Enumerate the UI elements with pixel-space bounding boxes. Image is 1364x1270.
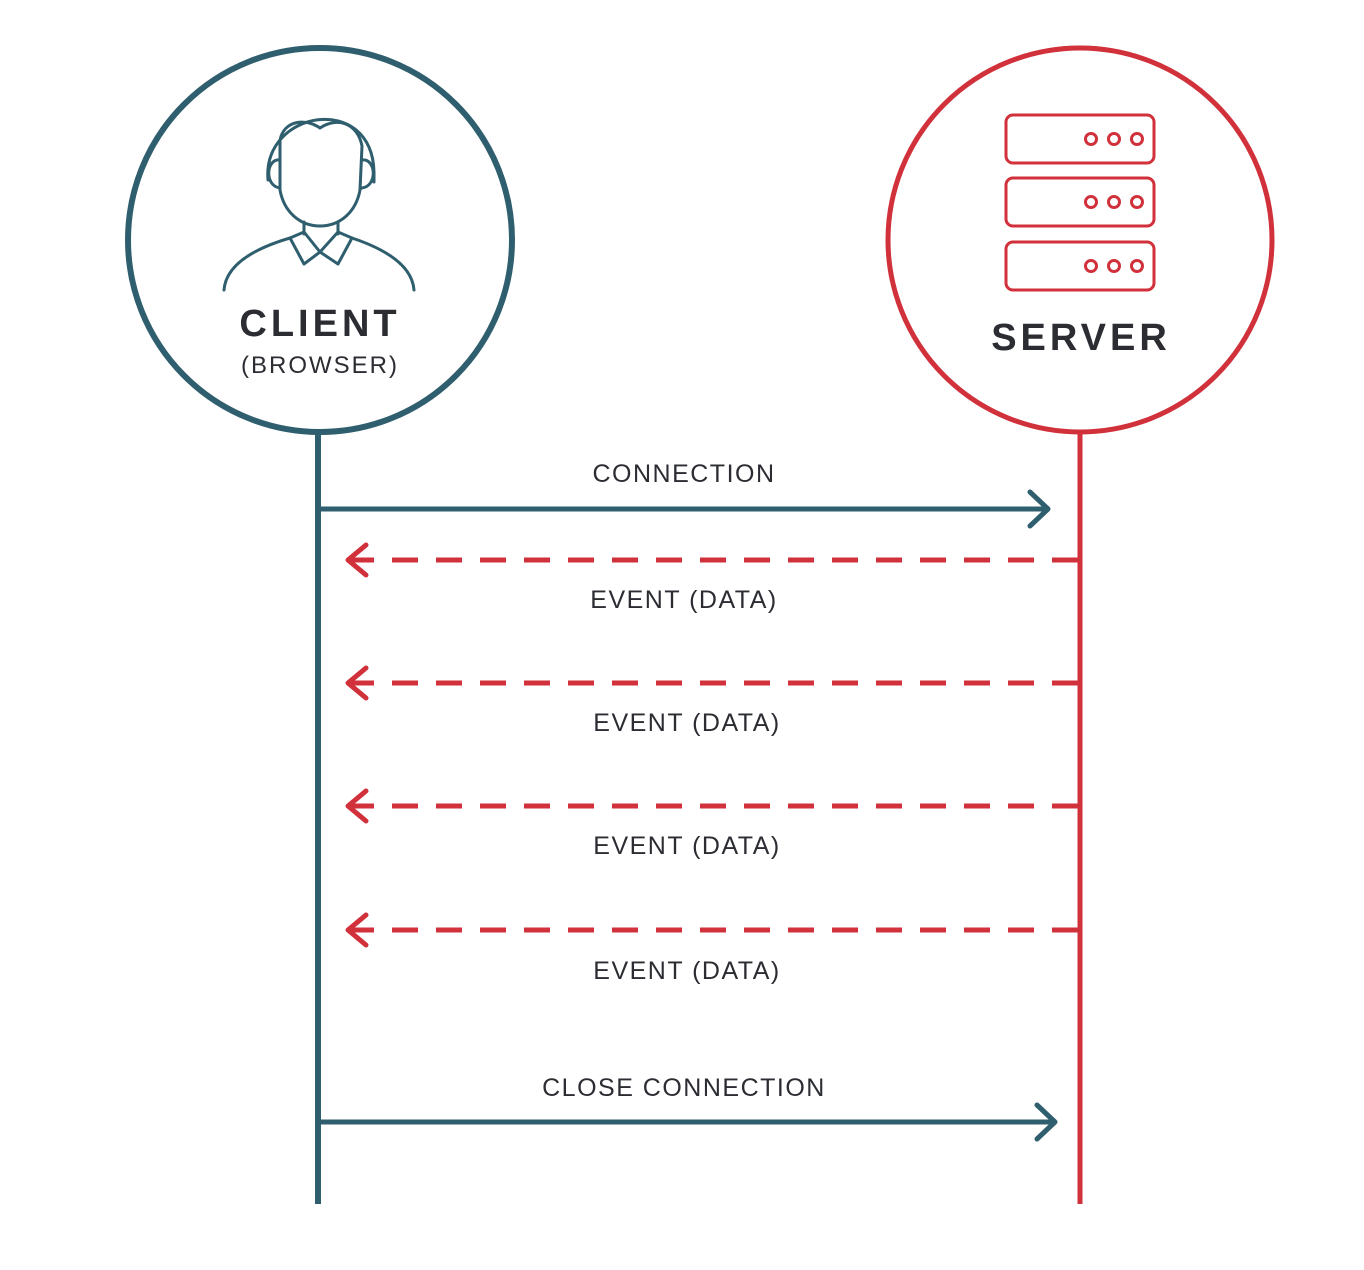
arrow-right-icon [1027,489,1051,529]
message-label: EVENT (DATA) [593,709,780,737]
client-actor: CLIENT (BROWSER) [125,45,515,435]
message-event-4: EVENT (DATA) [345,912,1078,985]
person-icon [222,117,416,292]
client-title: CLIENT [239,303,400,345]
message-label: EVENT (DATA) [590,586,777,614]
server-unit [1004,113,1156,165]
message-label: CLOSE CONNECTION [542,1074,826,1102]
message-close-connection: CLOSE CONNECTION [318,1074,1058,1142]
arrow-right-icon [1034,1102,1058,1142]
message-label: CONNECTION [592,460,775,488]
message-label: EVENT (DATA) [593,957,780,985]
client-subtitle: (BROWSER) [241,352,399,379]
arrow-left-icon [345,912,369,948]
arrow-left-icon [345,788,369,824]
server-actor: SERVER [885,45,1275,435]
server-circle [885,45,1275,435]
server-title: SERVER [991,317,1171,359]
arrow-left-icon [345,665,369,701]
message-label: EVENT (DATA) [593,832,780,860]
message-connection: CONNECTION [318,460,1051,529]
server-unit [1004,176,1156,228]
message-event-2: EVENT (DATA) [345,665,1078,737]
server-rack-icon [1004,113,1156,292]
message-event-3: EVENT (DATA) [345,788,1078,860]
arrow-left-icon [345,542,369,578]
message-event-1: EVENT (DATA) [345,542,1078,614]
server-unit [1004,240,1156,292]
